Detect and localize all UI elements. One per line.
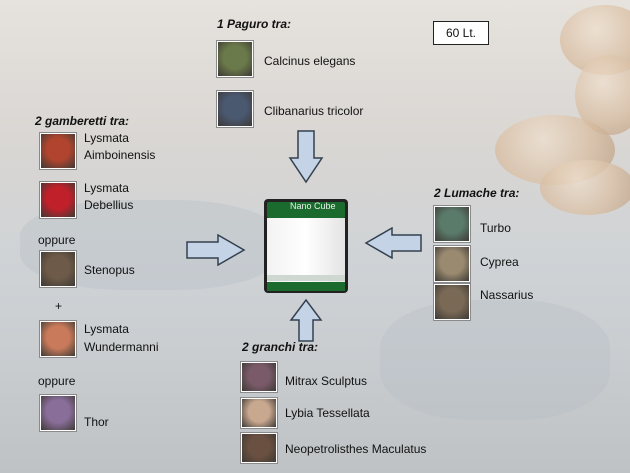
arrow-down-icon (288, 130, 324, 184)
lysmata-debellius-label-1: Lysmata (84, 181, 129, 195)
turbo-label: Turbo (480, 221, 511, 235)
arrow-left-icon (364, 227, 422, 259)
lysmata-aimboinensis-label-1: Lysmata (84, 131, 129, 145)
paguro-heading: 1 Paguro tra: (217, 17, 292, 31)
cyprea-thumbnail (434, 246, 470, 282)
gamberetti-heading: 2 gamberetti tra: (35, 114, 130, 128)
arrow-up-icon (289, 298, 323, 342)
lysmata-wundermanni-label-1: Lysmata (84, 322, 129, 336)
lysmata-wundermanni-label-2: Wundermanni (84, 340, 159, 354)
volume-badge: 60 Lt. (433, 21, 489, 45)
lysmata-aimboinensis-label-2: Aimboinensis (84, 148, 156, 162)
nassarius-label: Nassarius (480, 288, 534, 302)
nassarius-thumbnail (434, 284, 470, 320)
calcinus-elegans-label: Calcinus elegans (264, 54, 356, 68)
turbo-thumbnail (434, 206, 470, 242)
lybia-tessellata-label: Lybia Tessellata (285, 406, 370, 420)
separator-plus: + (55, 299, 63, 313)
background-rock (540, 160, 630, 215)
lumache-heading: 2 Lumache tra: (434, 186, 520, 200)
stenopus-label: Stenopus (84, 263, 135, 277)
thor-thumbnail (40, 395, 76, 431)
arrow-right-icon (186, 234, 246, 266)
background-water (380, 300, 610, 420)
lysmata-debellius-thumbnail (40, 182, 76, 218)
mitrax-sculptus-label: Mitrax Sculptus (285, 374, 368, 388)
mitrax-sculptus-thumbnail (241, 362, 277, 392)
lysmata-debellius-label-2: Debellius (84, 198, 134, 212)
lysmata-wundermanni-thumbnail (40, 321, 76, 357)
neopetrolisthes-maculatus-thumbnail (241, 433, 277, 463)
clibanarius-tricolor-thumbnail (217, 91, 253, 127)
neopetrolisthes-maculatus-label: Neopetrolisthes Maculatus (285, 442, 427, 456)
tank-brand-label: Nano Cube (290, 201, 336, 211)
cyprea-label: Cyprea (480, 255, 519, 269)
separator-oppure: oppure (38, 374, 76, 388)
separator-oppure: oppure (38, 233, 76, 247)
lysmata-aimboinensis-thumbnail (40, 133, 76, 169)
calcinus-elegans-thumbnail (217, 41, 253, 77)
thor-label: Thor (84, 415, 109, 429)
nano-cube-tank-image (264, 199, 348, 293)
stenopus-thumbnail (40, 251, 76, 287)
granchi-heading: 2 granchi tra: (242, 340, 319, 354)
lybia-tessellata-thumbnail (241, 398, 277, 428)
clibanarius-tricolor-label: Clibanarius tricolor (264, 104, 364, 118)
